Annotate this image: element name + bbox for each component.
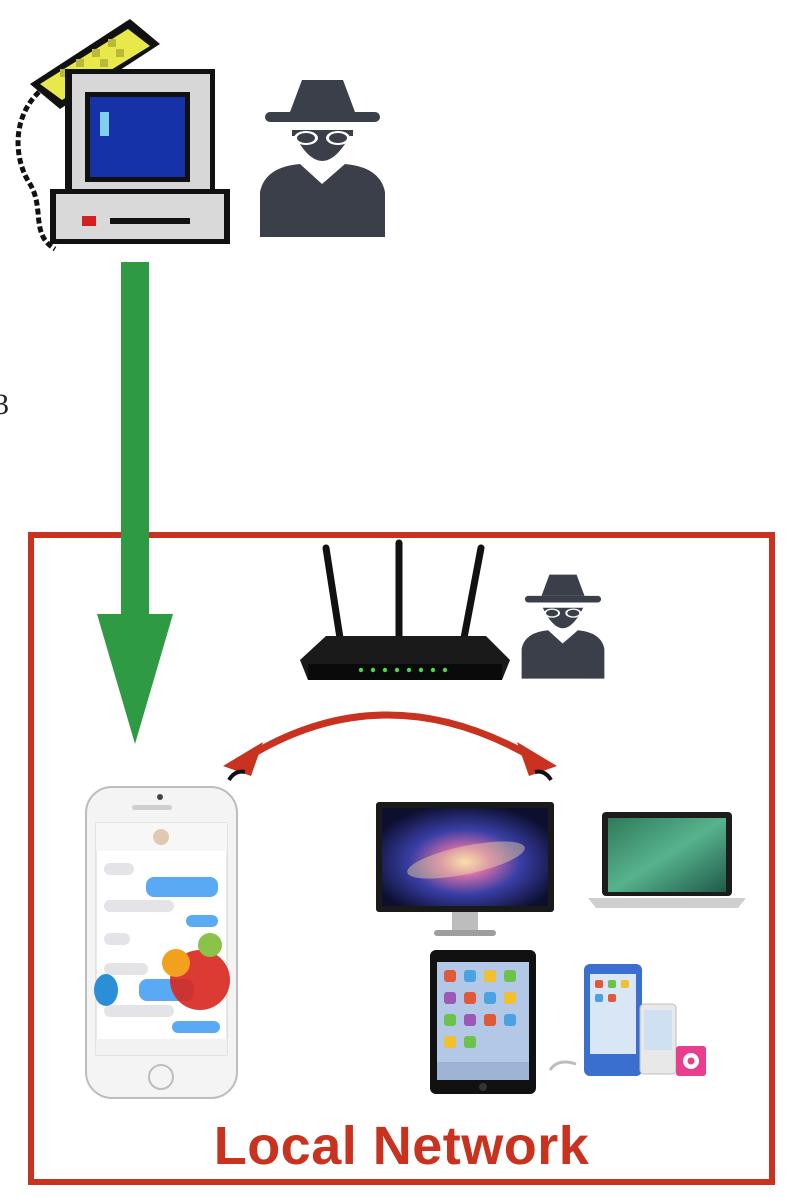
retro-computer-icon [10,14,240,254]
iphone-icon [84,785,239,1100]
download-arrow [95,262,175,747]
edge-text: 3 [0,388,9,421]
local-network-boundary [28,532,775,1185]
ipad-icon [430,950,536,1094]
local-network-label: Local Network [213,1116,590,1176]
ipod-icon [548,960,708,1080]
hacker-icon [250,72,395,237]
macbook-icon [588,812,746,912]
imac-display-icon [376,802,556,942]
router-icon [296,538,514,690]
hacker-icon [515,568,611,680]
lateral-movement-arrow [215,680,575,790]
